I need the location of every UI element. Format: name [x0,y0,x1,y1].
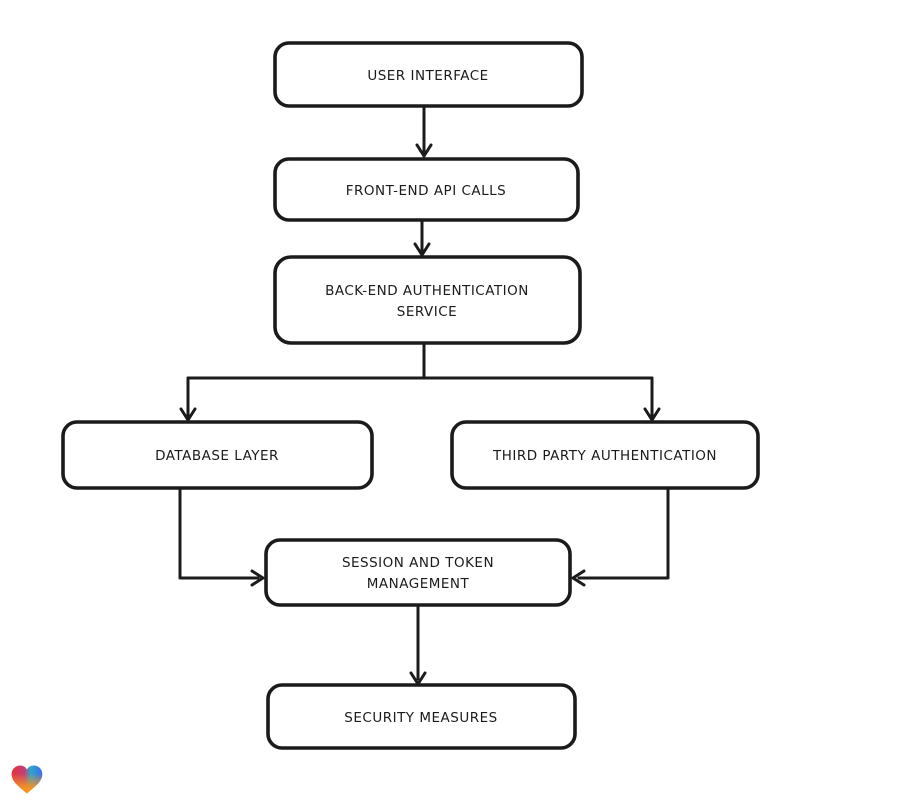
node-front-end-api-calls: FRONT-END API CALLS [273,157,580,222]
node-security-measures: SECURITY MEASURES [266,683,577,750]
node-label: SESSION AND TOKEN [342,555,494,571]
edge-line [577,487,670,580]
node-label: FRONT-END API CALLS [346,183,507,199]
edge-front-end-to-back-end [413,219,431,257]
edge-session-to-security [409,604,427,686]
arrow-down-icon [415,143,433,158]
node-third-party-authentication: THIRD PARTY AUTHENTICATION [450,420,760,490]
node-database-layer: DATABASE LAYER [61,420,374,490]
arrow-right-icon [250,569,265,587]
node-label: THIRD PARTY AUTHENTICATION [492,448,717,464]
edge-back-end-branch [179,342,661,422]
node-label: DATABASE LAYER [155,448,279,464]
node-label: BACK-END AUTHENTICATION [325,283,529,299]
edge-database-to-session [178,487,265,587]
arrow-left-icon [571,569,586,587]
node-box [273,255,582,345]
node-label: SERVICE [397,304,457,320]
node-box [61,420,374,490]
node-session-and-token-management: SESSION AND TOKEN MANAGEMENT [264,538,572,607]
heart-icon-overlay [11,765,43,794]
node-box [266,683,577,750]
node-back-end-authentication-service: BACK-END AUTHENTICATION SERVICE [273,255,582,345]
lovable-heart-badge[interactable] [11,765,43,794]
arrow-down-icon [643,407,661,422]
edge-line [186,342,654,380]
node-label: SECURITY MEASURES [344,710,497,726]
node-label: USER INTERFACE [367,68,488,84]
node-user-interface: USER INTERFACE [273,41,584,108]
edge-third-party-to-session [571,487,670,587]
arrow-down-icon [413,242,431,257]
node-box [264,538,572,607]
edge-user-interface-to-front-end [415,105,433,158]
edge-line [178,487,260,580]
node-box [273,157,580,222]
arrow-down-icon [179,407,197,422]
node-box [273,41,584,108]
node-box [450,420,760,490]
node-label: MANAGEMENT [367,576,470,592]
